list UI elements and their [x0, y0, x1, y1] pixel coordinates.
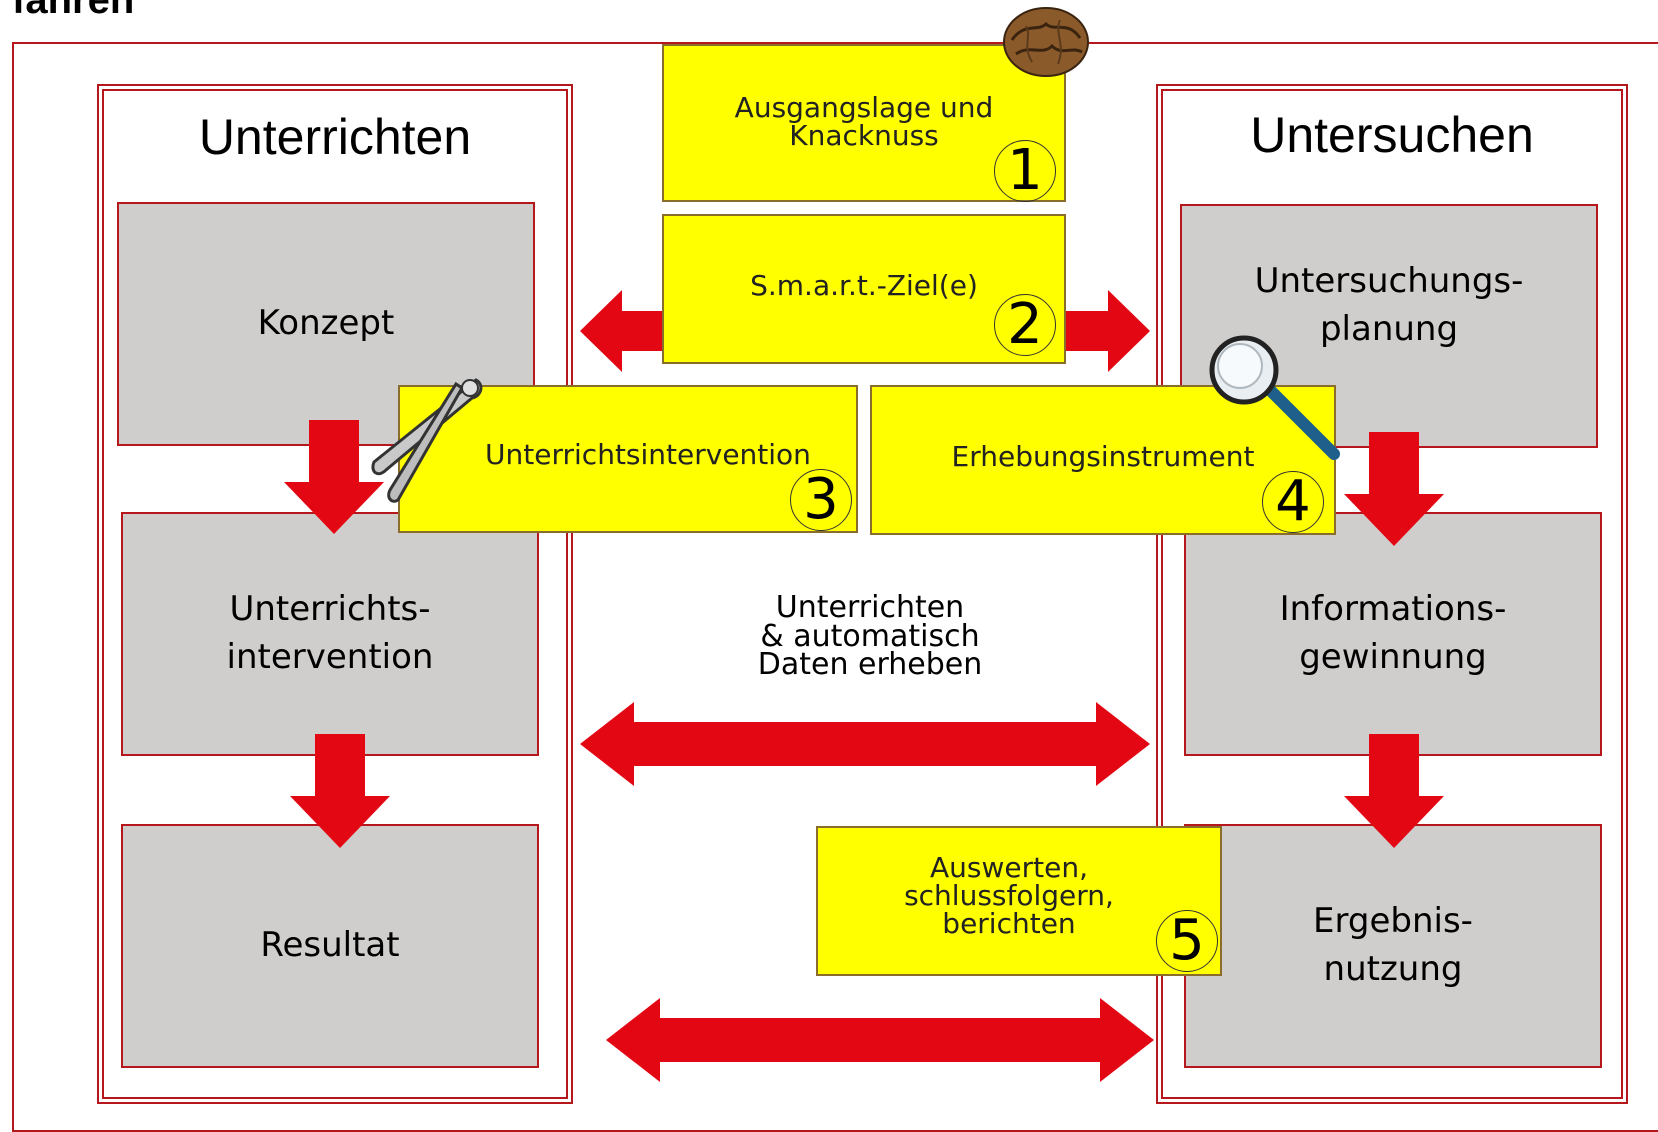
right-column-frame [1156, 84, 1628, 1104]
left-column-frame [97, 84, 573, 1104]
step-1-label: Ausgangslage und Knacknuss [734, 91, 994, 152]
magnifier-icon [1209, 335, 1340, 460]
arrow-down-left-2 [290, 734, 390, 848]
step-5-box: Auswerten, schlussfolgern, berichten 5 [816, 826, 1222, 976]
arrow-down-right-1 [1344, 432, 1444, 546]
step-5-label: Auswerten, schlussfolgern, berichten [904, 851, 1114, 940]
arrow-down-left-1 [284, 420, 384, 534]
step-1-number: 1 [994, 140, 1056, 202]
step-4-box: Erhebungsinstrument 4 [870, 385, 1336, 535]
step-5-number: 5 [1156, 910, 1218, 972]
step-3-label: Unterrichtsintervention [485, 438, 811, 471]
right-column-title: Untersuchen [1250, 107, 1534, 163]
step-2-box: S.m.a.r.t.-Ziel(e) 2 [662, 214, 1066, 364]
double-arrow-bottom [606, 998, 1154, 1082]
nutcracker-icon [371, 378, 483, 503]
step-4-number: 4 [1262, 471, 1324, 533]
arrow-left-step2 [580, 290, 670, 372]
left-column-title: Unterrichten [198, 109, 472, 165]
box-ergebnisnutzung: Ergebnis- nutzung [1184, 824, 1602, 1068]
arrow-down-right-2 [1344, 734, 1444, 848]
walnut-icon [1003, 7, 1089, 77]
step-4-label: Erhebungsinstrument [951, 440, 1255, 473]
step-2-label: S.m.a.r.t.-Ziel(e) [750, 269, 978, 302]
center-label: Unterrichten & automatisch Daten erheben [757, 590, 983, 682]
double-arrow-middle [580, 702, 1150, 786]
box-informationsgewinnung: Informations- gewinnung [1184, 512, 1602, 756]
box-unterrichtsintervention: Unterrichts- intervention [121, 512, 539, 756]
box-resultat: Resultat [121, 824, 539, 1068]
step-3-number: 3 [790, 469, 852, 531]
step-1-box: Ausgangslage und Knacknuss 1 [662, 44, 1066, 202]
arrow-right-step2 [1060, 290, 1150, 372]
page-heading: fahren [12, 0, 135, 22]
step-2-number: 2 [994, 294, 1056, 356]
